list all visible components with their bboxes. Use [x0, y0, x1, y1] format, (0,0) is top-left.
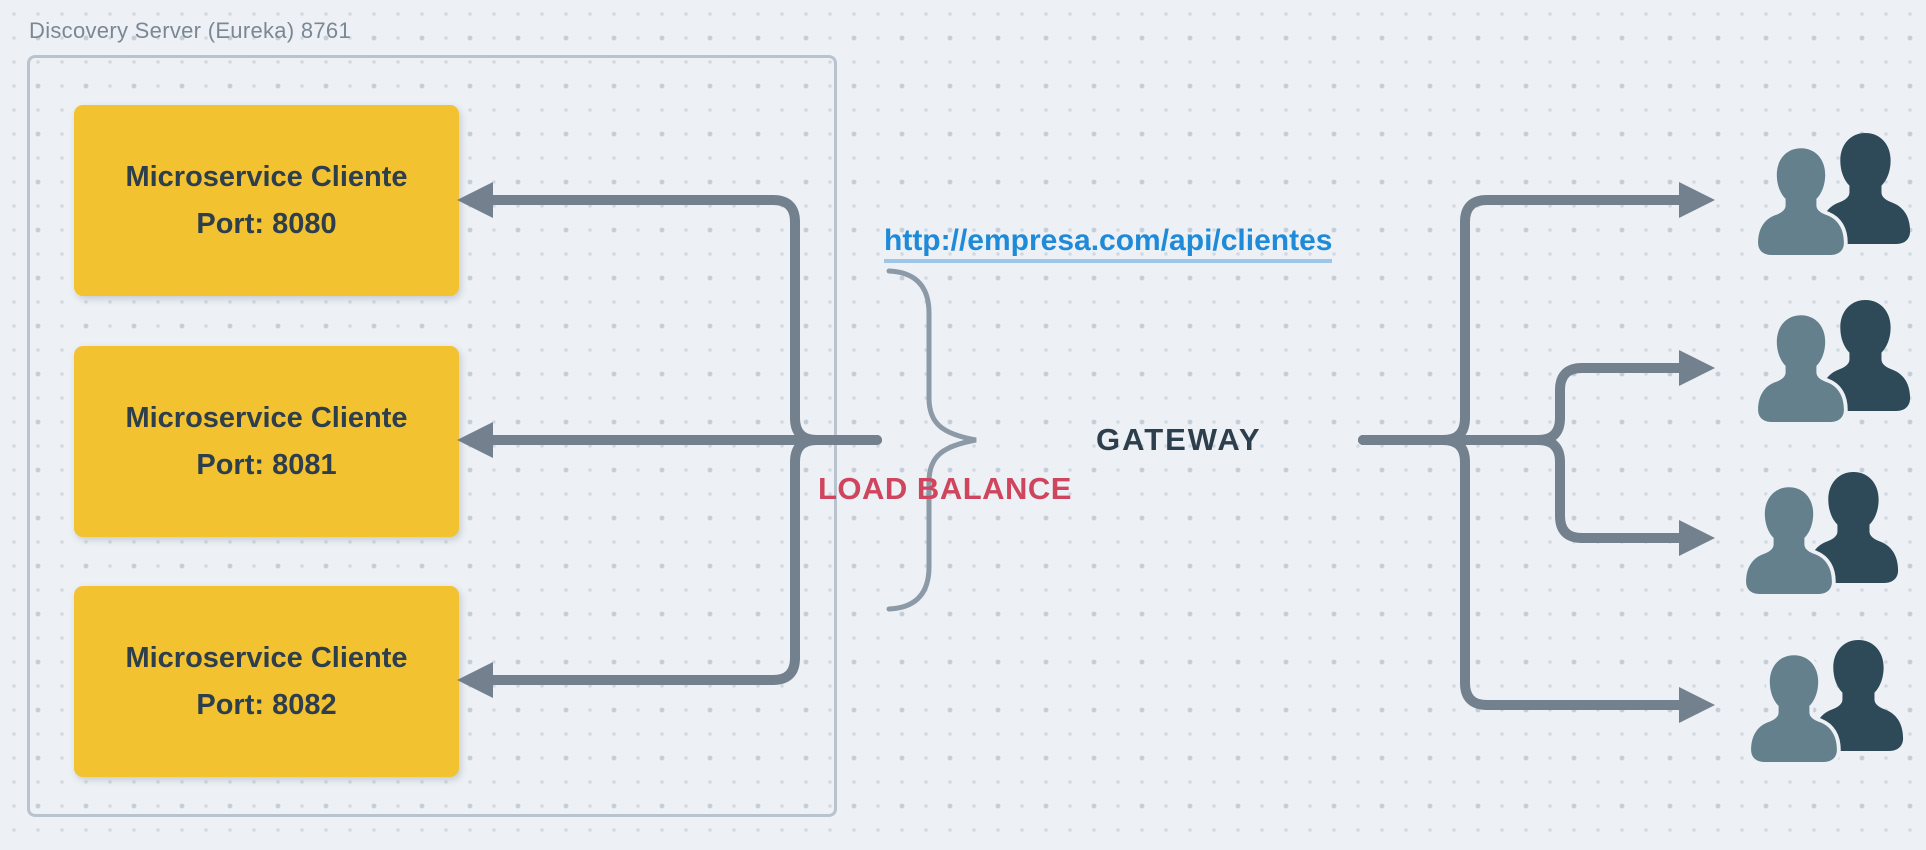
api-url-link[interactable]: http://empresa.com/api/clientes — [884, 224, 1333, 263]
service-name: Microservice Cliente — [125, 401, 408, 434]
gateway-label: GATEWAY — [1096, 422, 1262, 457]
service-name: Microservice Cliente — [125, 160, 408, 193]
users-icon — [1751, 640, 1904, 762]
right-connector-tree — [1358, 182, 1715, 723]
users-icon — [1758, 133, 1911, 255]
load-balance-brace — [886, 268, 977, 612]
service-port: Port: 8081 — [196, 448, 337, 481]
service-node-8081: Microservice Cliente Port: 8081 — [74, 346, 459, 537]
arrow-to-clients-3 — [1679, 520, 1715, 556]
users-icon — [1758, 300, 1911, 422]
service-port: Port: 8080 — [196, 207, 337, 240]
service-node-8082: Microservice Cliente Port: 8082 — [74, 586, 459, 777]
arrow-to-clients-2 — [1679, 350, 1715, 386]
discovery-group-label: Discovery Server (Eureka) 8761 — [29, 18, 352, 43]
service-port: Port: 8082 — [196, 688, 337, 721]
arrow-to-clients-1 — [1679, 182, 1715, 218]
service-name: Microservice Cliente — [125, 641, 408, 674]
users-icon — [1746, 472, 1899, 594]
load-balance-label: LOAD BALANCE — [818, 471, 1072, 506]
service-node-8080: Microservice Cliente Port: 8080 — [74, 105, 459, 296]
arrow-to-clients-4 — [1679, 687, 1715, 723]
